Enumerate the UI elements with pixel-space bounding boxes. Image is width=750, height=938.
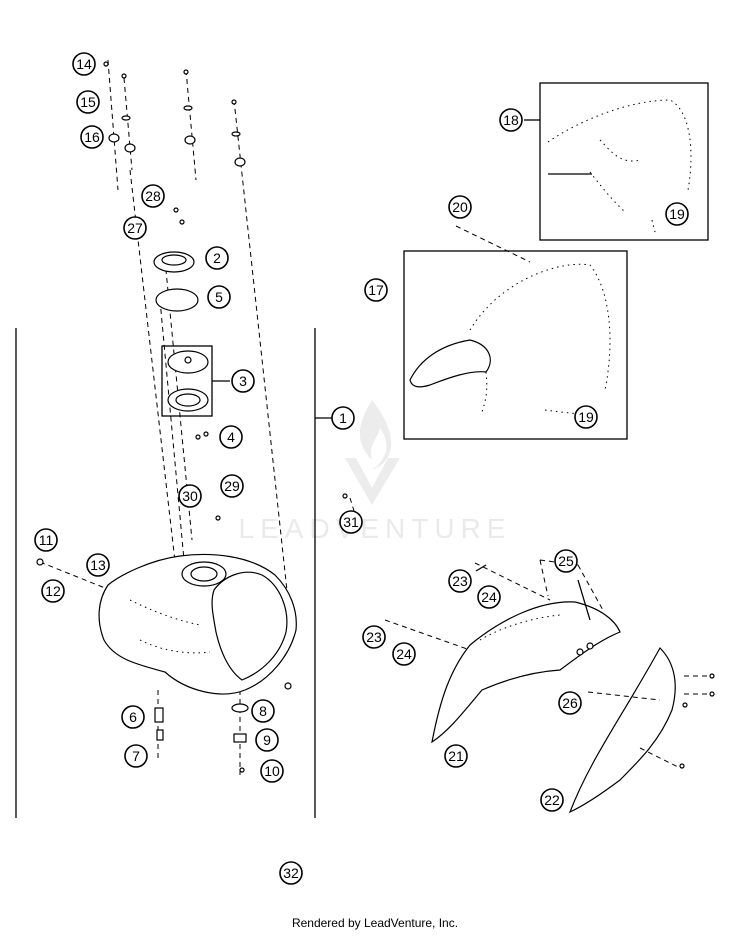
callout-30[interactable]: 30 [178, 484, 202, 508]
svg-text:32: 32 [283, 865, 299, 881]
svg-text:28: 28 [145, 188, 161, 204]
svg-text:5: 5 [215, 289, 223, 305]
bottom-fasteners [154, 703, 249, 773]
callout-8[interactable]: 8 [251, 699, 275, 723]
callout-23-upper[interactable]: 23 [448, 569, 472, 593]
footer-credit: Rendered by LeadVenture, Inc. [291, 916, 459, 930]
fuel-cap-parts [153, 207, 230, 521]
svg-text:24: 24 [396, 646, 412, 662]
svg-text:30: 30 [182, 488, 198, 504]
svg-text:17: 17 [368, 282, 384, 298]
svg-text:29: 29 [224, 478, 240, 494]
callout-12[interactable]: 12 [41, 579, 65, 603]
callout-3[interactable]: 3 [231, 369, 255, 393]
svg-text:6: 6 [129, 709, 137, 725]
watermark: LEADVENTURE [239, 400, 512, 544]
svg-text:11: 11 [39, 532, 54, 548]
callout-10[interactable]: 10 [260, 759, 284, 783]
rear-fender-assembly [342, 493, 715, 814]
svg-text:19: 19 [669, 206, 685, 222]
callout-19-upper[interactable]: 19 [665, 202, 689, 226]
svg-text:2: 2 [213, 250, 221, 266]
callout-9[interactable]: 9 [255, 728, 279, 752]
callout-19-lower[interactable]: 19 [574, 405, 598, 429]
svg-text:24: 24 [481, 589, 497, 605]
watermark-text: LEADVENTURE [239, 513, 512, 544]
svg-text:22: 22 [544, 792, 560, 808]
watermark-flame-icon [359, 400, 392, 470]
callout-20[interactable]: 20 [448, 195, 472, 219]
svg-text:25: 25 [558, 553, 574, 569]
callout-4[interactable]: 4 [219, 425, 243, 449]
callout-17[interactable]: 17 [364, 278, 388, 302]
callout-14[interactable]: 14 [72, 52, 96, 76]
callout-2[interactable]: 2 [205, 246, 229, 270]
callout-28[interactable]: 28 [141, 184, 165, 208]
watermark-v-icon [345, 458, 400, 505]
svg-text:23: 23 [452, 573, 468, 589]
svg-text:20: 20 [452, 199, 468, 215]
callout-15[interactable]: 15 [76, 90, 100, 114]
svg-text:9: 9 [263, 732, 271, 748]
seat-detail-box [524, 82, 709, 241]
callout-22[interactable]: 22 [540, 788, 564, 812]
svg-text:4: 4 [227, 429, 235, 445]
svg-text:7: 7 [132, 748, 140, 764]
svg-text:8: 8 [259, 703, 267, 719]
tank-group-frame [15, 328, 332, 818]
svg-text:13: 13 [90, 557, 106, 573]
callout-11[interactable]: 11 [34, 528, 58, 552]
leader-lines [475, 564, 591, 621]
callout-29[interactable]: 29 [220, 474, 244, 498]
callout-25[interactable]: 25 [554, 549, 578, 573]
fuel-tank [36, 553, 297, 695]
callout-26[interactable]: 26 [558, 691, 582, 715]
callout-5[interactable]: 5 [207, 285, 231, 309]
callout-27[interactable]: 27 [123, 216, 147, 240]
callout-32[interactable]: 32 [279, 861, 303, 885]
callout-23-lower[interactable]: 23 [362, 625, 386, 649]
svg-text:16: 16 [84, 129, 100, 145]
callout-21[interactable]: 21 [444, 744, 468, 768]
svg-text:12: 12 [45, 583, 61, 599]
callout-18[interactable]: 18 [499, 108, 523, 132]
svg-text:18: 18 [503, 112, 519, 128]
svg-text:31: 31 [343, 514, 359, 530]
svg-text:10: 10 [264, 763, 280, 779]
svg-text:23: 23 [366, 629, 382, 645]
callout-24-upper[interactable]: 24 [477, 585, 501, 609]
side-cover-detail-box [403, 225, 628, 440]
callout-16[interactable]: 16 [80, 125, 104, 149]
callout-24-lower[interactable]: 24 [392, 642, 416, 666]
svg-text:21: 21 [448, 748, 464, 764]
fastener-stacks [103, 61, 246, 167]
callout-7[interactable]: 7 [124, 744, 148, 768]
callout-1[interactable]: 1 [331, 406, 355, 430]
svg-text:3: 3 [239, 373, 247, 389]
svg-text:15: 15 [80, 94, 96, 110]
svg-text:1: 1 [339, 410, 347, 426]
svg-text:19: 19 [578, 409, 594, 425]
callout-13[interactable]: 13 [86, 553, 110, 577]
svg-text:26: 26 [562, 695, 578, 711]
callout-6[interactable]: 6 [121, 705, 145, 729]
callout-31[interactable]: 31 [339, 510, 363, 534]
svg-text:27: 27 [127, 220, 143, 236]
svg-text:14: 14 [76, 56, 92, 72]
